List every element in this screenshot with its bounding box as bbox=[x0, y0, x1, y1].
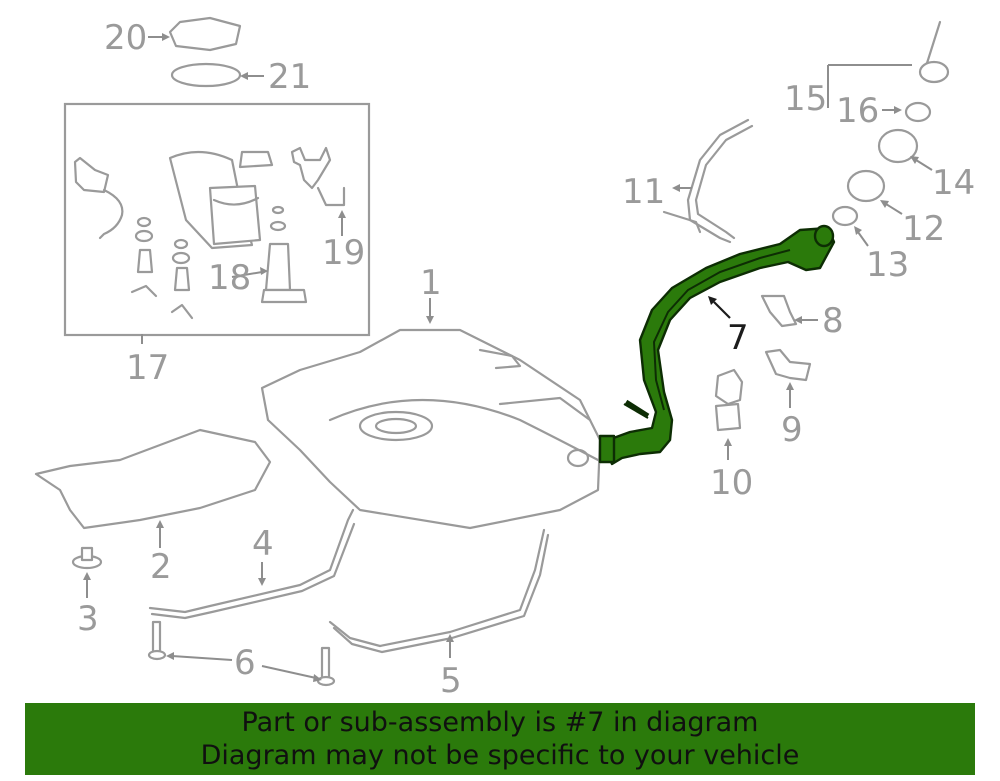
gasket-21-drawing bbox=[170, 62, 242, 88]
callout-8: 8 bbox=[822, 301, 844, 341]
callout-18: 18 bbox=[208, 258, 251, 298]
fuel-cap-15-drawing bbox=[918, 20, 950, 84]
hose-10-drawing bbox=[714, 368, 744, 432]
bracket-9-drawing bbox=[764, 348, 812, 382]
clip-3-drawing bbox=[71, 546, 103, 570]
bracket-8-drawing bbox=[760, 294, 798, 328]
ring-14-drawing bbox=[877, 128, 919, 164]
heat-insulator-2-drawing bbox=[34, 428, 272, 530]
callout-15: 15 bbox=[784, 79, 827, 119]
callout-2: 2 bbox=[150, 547, 172, 587]
lock-ring-20-drawing bbox=[168, 16, 242, 52]
callout-5: 5 bbox=[440, 661, 462, 700]
callout-9: 9 bbox=[781, 410, 803, 450]
parts-diagram: 20 21 17 18 19 1 2 3 4 5 6 7 8 9 10 11 1… bbox=[34, 16, 975, 700]
callout-17: 17 bbox=[126, 348, 169, 388]
fuel-pump-module-drawing bbox=[73, 146, 346, 320]
callout-14: 14 bbox=[932, 163, 975, 203]
callout-20: 20 bbox=[104, 18, 147, 58]
bolts-6-drawing bbox=[147, 620, 336, 687]
callout-4: 4 bbox=[252, 524, 274, 564]
gasket-16-drawing bbox=[904, 101, 932, 123]
strap-5-drawing bbox=[328, 528, 550, 654]
seal-13-drawing bbox=[831, 205, 859, 227]
callout-3: 3 bbox=[77, 599, 99, 639]
leader-lines bbox=[83, 33, 933, 682]
callout-19: 19 bbox=[322, 233, 365, 273]
callout-16: 16 bbox=[836, 91, 879, 131]
callout-1: 1 bbox=[420, 263, 442, 303]
pump-assembly-box bbox=[63, 102, 371, 337]
callout-7: 7 bbox=[727, 318, 749, 358]
fuel-filler-pipe-7 bbox=[598, 224, 836, 466]
retainer-12-drawing bbox=[846, 169, 886, 203]
strap-4-drawing bbox=[148, 508, 356, 620]
info-banner: Part or sub-assembly is #7 in diagram Di… bbox=[25, 703, 975, 775]
callout-6: 6 bbox=[234, 643, 256, 683]
breather-tube-11-drawing bbox=[662, 118, 754, 244]
banner-line-1: Part or sub-assembly is #7 in diagram bbox=[241, 707, 759, 738]
callout-10: 10 bbox=[710, 463, 753, 503]
callout-21: 21 bbox=[268, 57, 311, 97]
callout-12: 12 bbox=[902, 209, 945, 249]
fuel-tank-1-drawing bbox=[260, 328, 602, 530]
callout-11: 11 bbox=[622, 172, 665, 212]
callout-13: 13 bbox=[866, 245, 909, 285]
banner-line-2: Diagram may not be specific to your vehi… bbox=[200, 740, 800, 771]
